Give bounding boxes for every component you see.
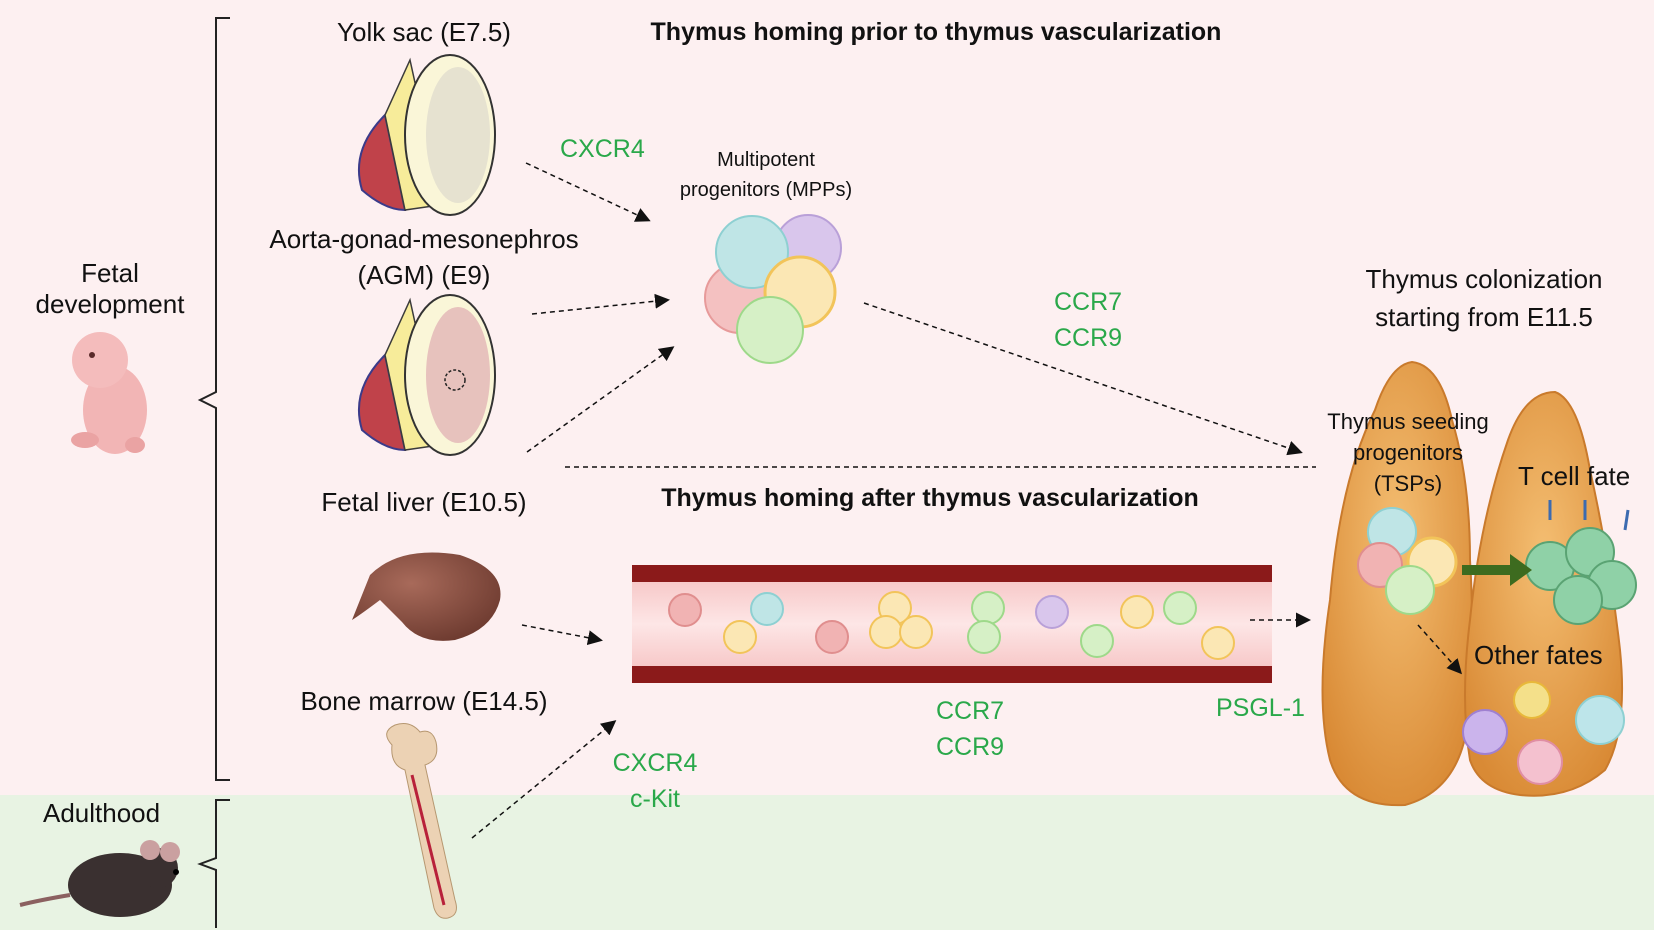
arrow-yolk-to-mpp bbox=[525, 162, 651, 222]
mouse-icon bbox=[19, 840, 180, 917]
other-fates-label: Other fates bbox=[1474, 640, 1603, 670]
pre-vascular-heading: Thymus homing prior to thymus vasculariz… bbox=[650, 18, 1222, 46]
agm-label: Aorta-gonad-mesonephros (AGM) (E9) bbox=[269, 224, 579, 291]
blood-vessel bbox=[632, 565, 1272, 683]
t-cell-fate-label: T cell fate bbox=[1518, 461, 1631, 491]
adult-brace bbox=[197, 799, 230, 928]
arrow-bone-to-vessel bbox=[471, 720, 617, 839]
arrow-liver-to-mpp bbox=[526, 346, 675, 453]
fetus-icon bbox=[71, 332, 147, 454]
bone-marrow-label: Bone marrow (E14.5) bbox=[300, 686, 548, 716]
fetal-liver-label: Fetal liver (E10.5) bbox=[321, 487, 527, 517]
marker-psgl1: PSGL-1 bbox=[1216, 694, 1305, 722]
other-fate-cells bbox=[1462, 681, 1625, 785]
mpp-cluster bbox=[704, 214, 842, 364]
marker-cxcr4-ckit: CXCR4 c-Kit bbox=[612, 749, 698, 814]
t-cell-fate-arrow bbox=[1462, 554, 1532, 586]
mpp-label: Multipotent progenitors (MPPs) bbox=[679, 149, 853, 201]
fetal-brace bbox=[197, 17, 230, 781]
post-vascular-heading: Thymus homing after thymus vascularizati… bbox=[661, 484, 1199, 512]
period-adult-label: Adulthood bbox=[43, 798, 161, 828]
t-cell-cluster bbox=[1525, 500, 1637, 625]
adult-background bbox=[0, 795, 1654, 930]
yolk-sac-label: Yolk sac (E7.5) bbox=[337, 17, 511, 47]
marker-ccr7-ccr9-bottom: CCR7 CCR9 bbox=[935, 697, 1005, 762]
yolk-sac-embryo-icon bbox=[358, 54, 496, 216]
tsp-label: Thymus seeding progenitors (TSPs) bbox=[1327, 409, 1489, 496]
arrow-tsp-to-other bbox=[1417, 624, 1462, 675]
migration-arrows bbox=[471, 162, 1462, 839]
period-fetal-label: Fetal development bbox=[35, 258, 185, 320]
vessel-cells bbox=[668, 591, 1235, 660]
marker-ccr7-ccr9-top: CCR7 CCR9 bbox=[1053, 288, 1123, 353]
fetal-liver-icon bbox=[352, 552, 501, 641]
colonization-heading: Thymus colonization starting from E11.5 bbox=[1365, 264, 1603, 332]
marker-cxcr4-top: CXCR4 bbox=[560, 135, 645, 163]
arrow-agm-to-mpp bbox=[531, 293, 670, 315]
arrow-mpp-to-thymus bbox=[863, 302, 1303, 456]
arrow-liver-to-vessel bbox=[521, 624, 603, 646]
tsp-cluster bbox=[1357, 507, 1458, 615]
bone-marrow-icon bbox=[386, 723, 457, 919]
agm-embryo-icon bbox=[358, 294, 496, 456]
